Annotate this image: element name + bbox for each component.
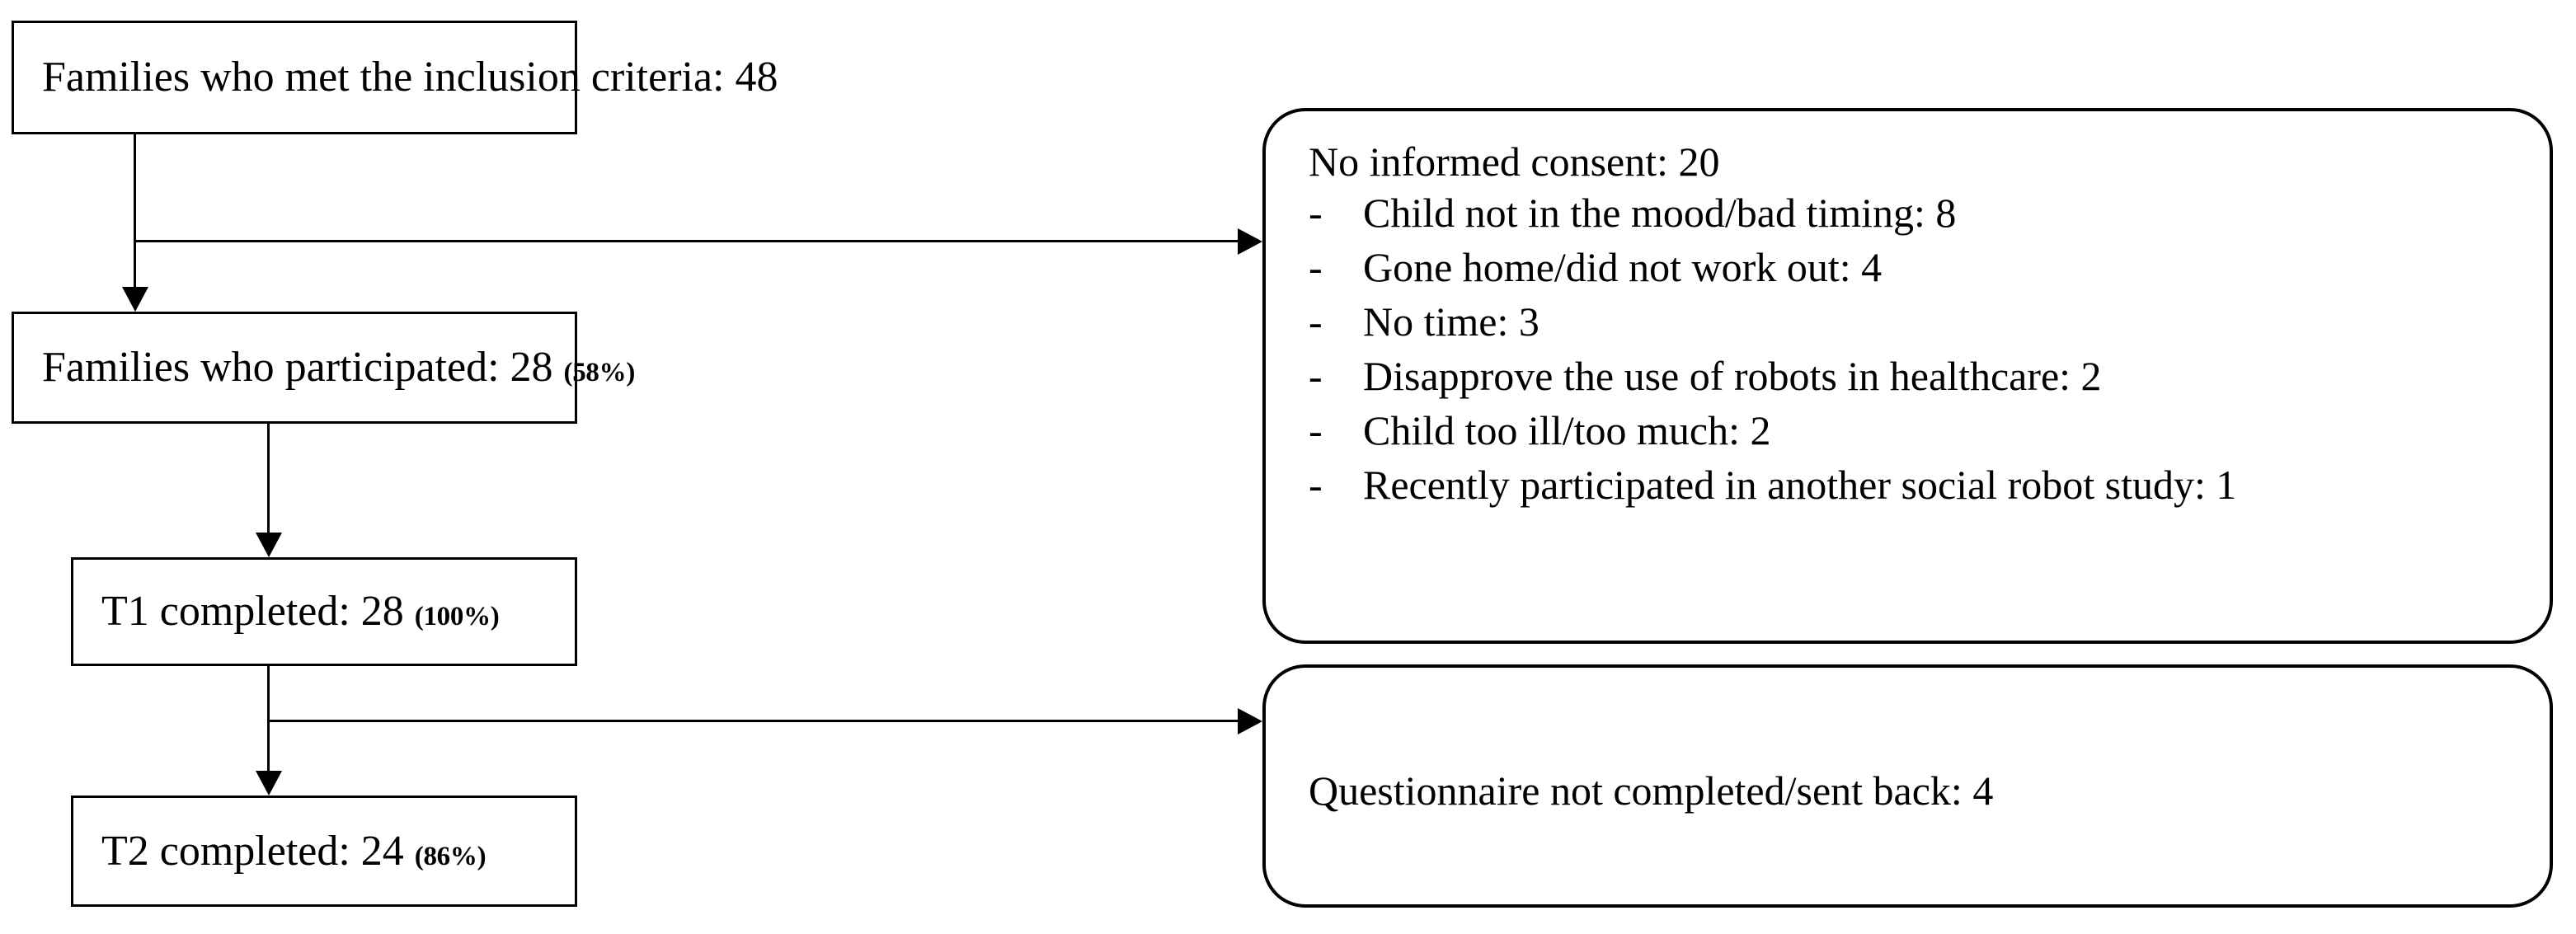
bullet-dash-icon: - bbox=[1309, 353, 1323, 399]
bullet-dash-icon: - bbox=[1309, 407, 1323, 453]
flow-box-inclusion-label: Families who met the inclusion criteria:… bbox=[42, 54, 778, 101]
exclusion-reason-item: - Recently participated in another socia… bbox=[1309, 464, 2517, 505]
connector-to-questionnaire-arrowhead bbox=[1238, 708, 1262, 735]
connector-to-no-consent-arrowhead bbox=[1238, 228, 1262, 255]
flow-box-t1-label: T1 completed: 28 bbox=[101, 588, 404, 636]
exclusion-reason-list: - Child not in the mood/bad timing: 8 - … bbox=[1309, 192, 2517, 505]
flow-box-t2-label: T2 completed: 24 bbox=[101, 827, 404, 875]
connector-inclusion-to-participated-line bbox=[134, 134, 136, 287]
exclusion-reason-text: Recently participated in another social … bbox=[1363, 462, 2237, 508]
bullet-dash-icon: - bbox=[1309, 298, 1323, 345]
flow-box-t1-text: T1 completed: 28 (100%) bbox=[73, 588, 500, 636]
flow-box-inclusion: Families who met the inclusion criteria:… bbox=[12, 21, 778, 134]
connector-inclusion-to-participated-arrowhead bbox=[122, 287, 148, 312]
exclusion-reason-text: Child not in the mood/bad timing: 8 bbox=[1363, 190, 1957, 236]
exclusion-reason-text: No time: 3 bbox=[1363, 298, 1539, 345]
flow-box-participated-label: Families who participated: 28 bbox=[42, 344, 553, 392]
exclusion-reason-text: Gone home/did not work out: 4 bbox=[1363, 244, 1883, 290]
exclusion-reason-item: - Disapprove the use of robots in health… bbox=[1309, 355, 2517, 397]
connector-to-questionnaire-line bbox=[268, 720, 1238, 722]
flow-box-t1-percent: (100%) bbox=[414, 602, 500, 632]
exclusion-box-questionnaire-title: Questionnaire not completed/sent back: 4 bbox=[1309, 767, 1994, 814]
connector-to-no-consent-line bbox=[134, 240, 1238, 242]
exclusion-box-no-consent-title: No informed consent: 20 bbox=[1309, 138, 1720, 185]
exclusion-reason-item: - Gone home/did not work out: 4 bbox=[1309, 246, 2517, 288]
exclusion-box-questionnaire: Questionnaire not completed/sent back: 4 bbox=[1262, 664, 2553, 908]
flow-box-participated: Families who participated: 28 (58%) bbox=[12, 312, 635, 424]
flow-box-t2-percent: (86%) bbox=[414, 841, 487, 871]
exclusion-reason-text: Disapprove the use of robots in healthca… bbox=[1363, 353, 2102, 399]
exclusion-reason-text: Child too ill/too much: 2 bbox=[1363, 407, 1771, 453]
flow-box-t2: T2 completed: 24 (86%) bbox=[71, 796, 577, 907]
exclusion-reason-item: - Child too ill/too much: 2 bbox=[1309, 410, 2517, 451]
exclusion-box-no-consent: No informed consent: 20 - Child not in t… bbox=[1262, 108, 2553, 644]
flow-box-t2-text: T2 completed: 24 (86%) bbox=[73, 827, 487, 875]
connector-participated-to-t1-line bbox=[267, 424, 270, 533]
flow-box-t1: T1 completed: 28 (100%) bbox=[71, 557, 577, 666]
bullet-dash-icon: - bbox=[1309, 190, 1323, 236]
exclusion-reason-item: - No time: 3 bbox=[1309, 301, 2517, 342]
connector-t1-to-t2-arrowhead bbox=[256, 771, 282, 796]
bullet-dash-icon: - bbox=[1309, 244, 1323, 290]
flow-box-participated-percent: (58%) bbox=[563, 358, 636, 388]
exclusion-reason-item: - Child not in the mood/bad timing: 8 bbox=[1309, 192, 2517, 233]
flow-box-participated-text: Families who participated: 28 (58%) bbox=[14, 344, 635, 391]
exclusion-box-no-consent-content: No informed consent: 20 - Child not in t… bbox=[1266, 111, 2550, 527]
connector-participated-to-t1-arrowhead bbox=[256, 533, 282, 557]
connector-t1-to-t2-line bbox=[267, 666, 270, 771]
bullet-dash-icon: - bbox=[1309, 462, 1323, 508]
flow-box-inclusion-text: Families who met the inclusion criteria:… bbox=[14, 54, 778, 101]
